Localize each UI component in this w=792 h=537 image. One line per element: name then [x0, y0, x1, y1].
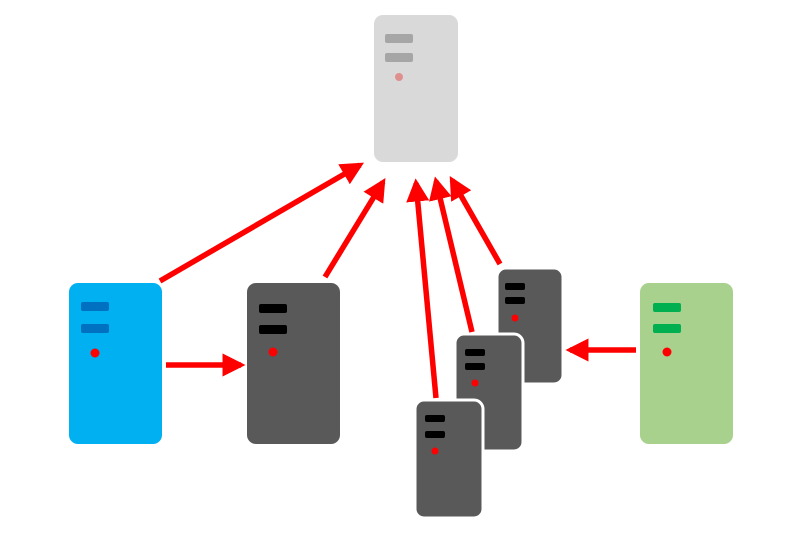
- server-stack-front-drive-slot-2: [425, 431, 445, 438]
- server-stack-middle-power-led: [471, 379, 479, 387]
- server-stack-front: [413, 398, 485, 520]
- server-green-power-led: [662, 347, 672, 357]
- arrow-stack-back-to-central-target: [449, 175, 503, 266]
- server-dark-relay-body: [247, 283, 340, 444]
- server-blue-drive-slot-1: [81, 302, 109, 311]
- server-dark-relay-power-led: [268, 347, 278, 357]
- arrows-layer: [158, 162, 636, 399]
- server-target-power-led: [395, 73, 403, 81]
- arrow-dark-relay-to-central-target: [322, 178, 386, 279]
- server-target-drive-slot-1: [385, 34, 413, 43]
- server-stack-middle-drive-slot-2: [465, 363, 485, 370]
- server-blue: [69, 283, 162, 444]
- server-green-body: [640, 283, 733, 444]
- server-stack-back-drive-slot-1: [505, 283, 525, 290]
- arrow-stack-front-to-central-target: [406, 178, 439, 399]
- server-dark-relay-drive-slot-2: [259, 325, 287, 334]
- server-dark-relay-drive-slot-1: [259, 304, 287, 313]
- server-stack-front-power-led: [431, 447, 439, 455]
- server-stack-front-drive-slot-1: [425, 415, 445, 422]
- server-blue-power-led: [90, 348, 100, 358]
- server-target-body: [374, 15, 458, 162]
- arrow-stack-middle-to-central-target: [429, 176, 475, 333]
- server-blue-drive-slot-2: [81, 324, 109, 333]
- server-green: [640, 283, 733, 444]
- server-green-drive-slot-2: [653, 324, 681, 333]
- server-blue-body: [69, 283, 162, 444]
- server-stack-back-power-led: [511, 314, 519, 322]
- server-stack-back-drive-slot-2: [505, 297, 525, 304]
- arrow-blue-source-to-central-target: [158, 162, 364, 284]
- server-target-drive-slot-2: [385, 53, 413, 62]
- server-dark-relay: [247, 283, 340, 444]
- server-stack-middle-drive-slot-1: [465, 349, 485, 356]
- server-target: [374, 15, 458, 162]
- server-stack-front-body: [413, 398, 485, 520]
- servers-layer: [69, 15, 733, 520]
- server-green-drive-slot-1: [653, 303, 681, 312]
